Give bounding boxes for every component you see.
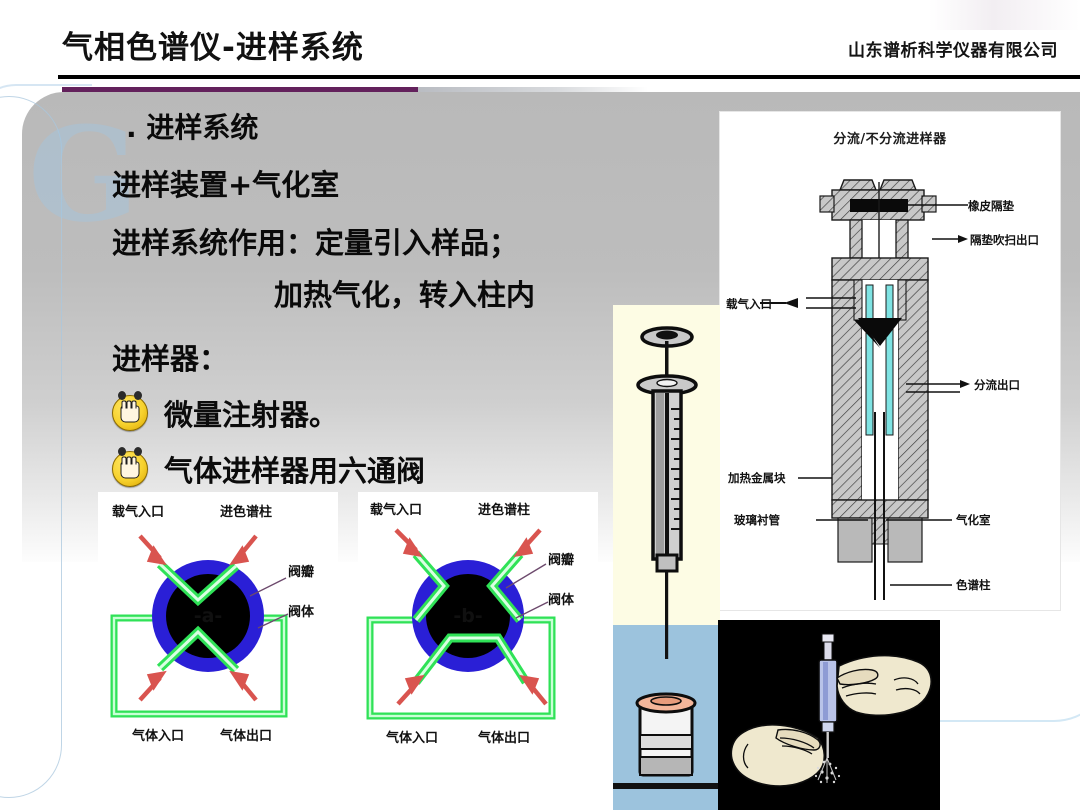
injector-diagram-panel: 分流/不分流进样器 — [720, 112, 1060, 610]
valve-a-label-gas-out: 气体出口 — [220, 728, 272, 744]
text-function-continued: 加热气化，转入柱内 — [274, 278, 536, 312]
injector-label-heated-block: 加热金属块 — [728, 471, 786, 485]
valve-b-label-gas-in: 气体入口 — [386, 730, 438, 746]
syringe-illustration-svg — [613, 326, 720, 789]
bullet-item-microsyringe: 微量注射器。 — [112, 391, 632, 434]
valve-a-svg: -a- 载气入口 进色谱柱 阀瓣 阀体 气体入口 气体出口 — [98, 492, 338, 754]
valve-a-center-label: -a- — [194, 605, 223, 627]
hands-image-panel — [718, 620, 940, 810]
company-name: 山东谱析科学仪器有限公司 — [848, 41, 1058, 61]
smiley-hand-icon — [112, 447, 148, 487]
valve-b-label-disc: 阀瓣 — [548, 552, 574, 568]
body-text-block: . 进样系统 进样装置+气化室 进样系统作用：定量引入样品； 加热气化，转入柱内… — [112, 100, 632, 490]
text-function: 进样系统作用：定量引入样品； — [112, 226, 519, 260]
valve-a-label-disc: 阀瓣 — [288, 564, 314, 580]
injector-diagram-svg — [760, 179, 970, 600]
valve-b-svg: -b- 载气入口 进色谱柱 阀瓣 阀体 气体入口 气体出口 — [358, 492, 598, 754]
valve-a-label-to-column: 进色谱柱 — [220, 504, 272, 520]
valve-b-label-to-column: 进色谱柱 — [478, 502, 530, 518]
header-accent-bar — [62, 87, 418, 92]
injector-label-split-outlet: 分流出口 — [974, 378, 1020, 392]
injector-label-septum-purge: 隔垫吹扫出口 — [970, 233, 1039, 247]
decorative-pill-outline — [0, 96, 62, 798]
valve-a-label-carrier-in: 载气入口 — [112, 504, 164, 520]
bullet-label-microsyringe: 微量注射器。 — [164, 398, 339, 432]
six-port-valve-diagram-a: -a- 载气入口 进色谱柱 阀瓣 阀体 气体入口 气体出口 — [98, 492, 338, 754]
header-divider-rule — [58, 75, 1080, 79]
bullet-label-gas-valve: 气体进样器用六通阀 — [164, 454, 426, 488]
injector-label-column: 色谱柱 — [956, 578, 991, 592]
section-heading: . 进样系统 — [126, 111, 259, 144]
injector-label-glass-liner: 玻璃衬管 — [734, 513, 780, 527]
text-injector-label: 进样器： — [112, 342, 229, 376]
decorative-corner-top-left — [0, 84, 92, 196]
smiley-hand-icon — [112, 391, 148, 431]
hands-illustration-svg — [718, 620, 940, 810]
valve-a-label-gas-in: 气体入口 — [132, 728, 184, 744]
injector-label-septum: 橡皮隔垫 — [968, 199, 1014, 213]
header-accent-bar-fade — [418, 87, 648, 92]
six-port-valve-diagram-b: -b- 载气入口 进色谱柱 阀瓣 阀体 气体入口 气体出口 — [358, 492, 598, 754]
syringe-image-panel — [613, 305, 720, 810]
top-strip — [0, 0, 1080, 30]
injector-label-carrier-inlet: 载气入口 — [726, 297, 772, 311]
injector-label-vaporization-chamber: 气化室 — [956, 513, 991, 527]
text-structure: 进样装置+气化室 — [112, 168, 340, 202]
injector-diagram-title: 分流/不分流进样器 — [833, 132, 947, 147]
valve-b-center-label: -b- — [453, 605, 482, 627]
valve-b-label-body: 阀体 — [548, 592, 575, 608]
page-title: 气相色谱仪-进样系统 — [62, 30, 364, 66]
bullet-item-gas-valve: 气体进样器用六通阀 — [112, 447, 632, 490]
valve-b-label-gas-out: 气体出口 — [478, 730, 530, 746]
valve-b-label-carrier-in: 载气入口 — [370, 502, 422, 518]
valve-a-label-body: 阀体 — [288, 604, 315, 620]
